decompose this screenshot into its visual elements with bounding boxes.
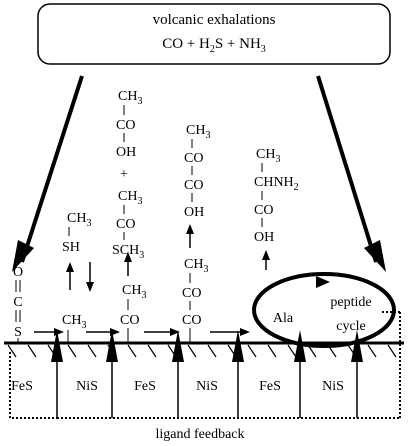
methylthiol-ch3: CH3 — [67, 211, 91, 229]
svg-text:OH: OH — [254, 230, 274, 245]
svg-text:CO: CO — [116, 217, 135, 232]
label-nis-2: NiS — [196, 379, 218, 394]
molecule-methylthiol: CH3 SH — [62, 211, 94, 292]
ligand-feedback-loop — [9, 311, 401, 419]
label-nis-3: NiS — [322, 379, 344, 394]
svg-text:OH: OH — [184, 205, 204, 220]
svg-text:OH: OH — [116, 145, 136, 160]
ligand-feedback-label: ligand feedback — [155, 427, 244, 442]
label-fes-1: FeS — [11, 379, 33, 394]
surface-methyl-ch3: CH3 — [62, 313, 86, 331]
label-nis-1: NiS — [76, 379, 98, 394]
svg-text:+: + — [120, 167, 128, 182]
left-arrowhead — [12, 240, 34, 272]
svg-text:CHNH2: CHNH2 — [254, 175, 299, 193]
cycle-ala-label: Ala — [273, 311, 294, 326]
svg-text:CH3: CH3 — [118, 189, 142, 207]
peptide-cycle: Ala peptide cycle — [252, 272, 396, 348]
volcanic-exhalations-box: volcanic exhalations CO + H2S + NH3 — [37, 3, 391, 65]
left-exhalation-arrow — [20, 75, 84, 263]
right-arrowhead — [364, 240, 386, 272]
svg-text:CO: CO — [116, 118, 135, 133]
svg-text:CO: CO — [184, 151, 203, 166]
source-formula: CO + H2S + NH3 — [162, 36, 266, 55]
cycle-cycle-label: cycle — [336, 319, 366, 334]
svg-text:CH3: CH3 — [256, 147, 280, 165]
cycle-peptide-label: peptide — [330, 295, 371, 310]
svg-text:O: O — [13, 265, 23, 280]
surface-process-arrows — [34, 328, 250, 336]
exhalation-arrows — [12, 75, 386, 272]
svg-text:CO: CO — [182, 313, 201, 328]
right-exhalation-arrow — [316, 75, 378, 263]
svg-text:S: S — [14, 325, 22, 340]
molecule-acetic-and-thioester: CH3 CO OH + CH3 CO SCH3 — [112, 89, 144, 261]
molecule-pyruvic-acid: CH3 CO CO OH — [184, 123, 210, 220]
svg-text:CH3: CH3 — [118, 89, 142, 107]
cycle-arrowhead — [316, 276, 330, 288]
svg-text:CO: CO — [184, 178, 203, 193]
molecule-surface-methyl: CH3 — [62, 313, 86, 343]
mineral-labels: FeS NiS FeS NiS FeS NiS — [11, 379, 344, 394]
svg-text:CO: CO — [120, 313, 139, 328]
label-fes-3: FeS — [259, 379, 281, 394]
label-fes-2: FeS — [134, 379, 156, 394]
surface-up-arrows — [51, 330, 363, 418]
svg-text:CH3: CH3 — [184, 257, 208, 275]
source-title: volcanic exhalations — [153, 12, 276, 28]
molecule-surface-pyruvoyl: CH3 CO CO — [182, 224, 208, 343]
molecule-cos: O C S — [13, 265, 23, 343]
svg-text:CH3: CH3 — [122, 283, 146, 301]
svg-text:SCH3: SCH3 — [112, 243, 144, 261]
svg-text:C: C — [13, 295, 22, 310]
svg-text:CO: CO — [254, 203, 273, 218]
methylthiol-sh: SH — [62, 240, 80, 255]
molecule-alanine: CH3 CHNH2 CO OH — [254, 147, 299, 270]
molecule-surface-acetyl: CH3 CO — [120, 252, 146, 343]
svg-text:CH3: CH3 — [186, 123, 210, 141]
svg-text:CO: CO — [182, 286, 201, 301]
